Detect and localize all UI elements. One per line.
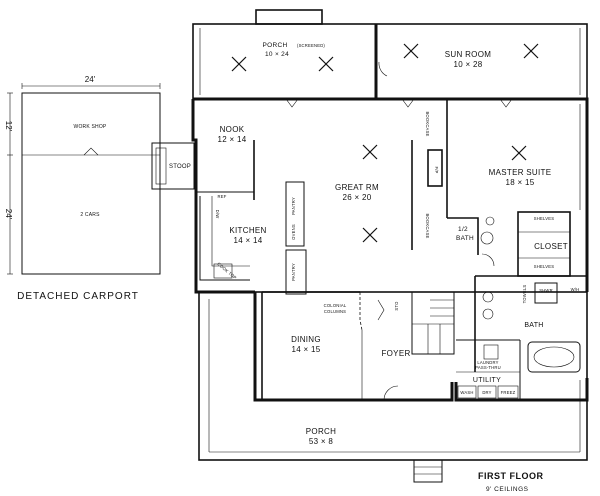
front-wall: [253, 292, 454, 402]
kitchen-counter: [199, 196, 250, 281]
workshop-door: [83, 147, 99, 156]
wh-label: W/H: [571, 287, 580, 292]
sto-label: STO: [394, 301, 399, 311]
ovens-label: OVENS: [291, 224, 296, 240]
bath-sink-1: [482, 291, 494, 303]
carport-outline: [21, 92, 161, 275]
nook-name: NOOK: [220, 125, 245, 134]
porch-screened-size: 10 × 24: [265, 51, 289, 58]
cars-label: 2 CARS: [80, 212, 100, 218]
front-steps: [413, 459, 443, 483]
sun-room-name: SUN ROOM: [445, 50, 491, 59]
main-wall-right: [193, 97, 589, 292]
sunroom-door: [401, 98, 415, 108]
master-suite-name: MASTER SUITE: [489, 168, 552, 177]
foyer-name: FOYER: [381, 349, 410, 358]
dining-name: DINING: [291, 335, 321, 344]
laundry-label-1: LAUNDRY: [477, 360, 498, 365]
detached-carport: 24' 12' 24' WORK SHOP 2 CARS DETACHED CA…: [4, 75, 161, 302]
half-bath-wall: [447, 217, 479, 255]
dry-label: DRY: [482, 390, 491, 395]
dryer: [477, 385, 497, 399]
front-door-arc: [383, 385, 399, 401]
master-door: [499, 98, 513, 108]
workshop-label: WORK SHOP: [74, 124, 107, 130]
ceiling-fan-icon: [318, 56, 334, 72]
freezer: [497, 385, 519, 399]
laundry-label-2: PASS-THRU: [475, 365, 501, 370]
kitchen-name: KITCHEN: [229, 226, 266, 235]
ref-label: REF: [218, 194, 227, 199]
great-room-name: GREAT RM: [335, 183, 379, 192]
dw-label: D/W: [215, 210, 220, 219]
front-porch-name: PORCH: [306, 427, 336, 436]
nook-size: 12 × 14: [217, 135, 246, 144]
carport-depth-dim-bottom: 24': [4, 209, 13, 220]
plan-title-block: FIRST FLOOR 9' CEILINGS: [478, 471, 544, 493]
ceiling-fan-icon: [511, 145, 527, 161]
carport-width-dim: 24': [85, 75, 96, 84]
pantry-lower-label: PANTRY: [291, 263, 296, 281]
cook-top: [213, 263, 233, 279]
stoop-name: STOOP: [169, 164, 191, 170]
bookcase-right-label: BOOKCASE: [425, 213, 430, 238]
fireplace: [427, 149, 443, 187]
shwr-label: SHWR: [539, 288, 553, 293]
ceiling-note: 9' CEILINGS: [486, 486, 529, 493]
front-porch-outline: [198, 291, 588, 461]
kitchen-size: 14 × 14: [233, 236, 262, 245]
bath-toilet: [483, 344, 499, 360]
ceiling-fan-icon: [231, 56, 247, 72]
shelves-bottom-label: SHELVES: [534, 264, 554, 269]
ceiling-fan-icon: [362, 227, 378, 243]
bookcase-left-label: BOOKCASE: [425, 111, 430, 136]
ceiling-fan-icon: [362, 144, 378, 160]
carport-depth-dim-top: 12': [4, 121, 13, 132]
kitchen-island: [285, 181, 305, 247]
stoop-outline: [151, 142, 195, 190]
half-bath-sink: [485, 216, 495, 226]
carport-title: DETACHED CARPORT: [17, 291, 139, 302]
colonial-columns-label-2: COLUMNS: [324, 309, 346, 314]
pantry-cabinet: [285, 249, 307, 295]
fp-label: F/P: [434, 166, 439, 173]
half-bath-name-2: BATH: [456, 235, 474, 242]
closet-name: CLOSET: [534, 242, 568, 251]
towels-label: TOWELS: [522, 285, 527, 304]
ceiling-fan-icon: [523, 43, 539, 59]
sun-room-size: 10 × 28: [453, 60, 482, 69]
colonial-columns-line: [359, 292, 363, 331]
room-labels: PORCH (SCREENED) 10 × 24 SUN ROOM 10 × 2…: [169, 42, 568, 446]
half-bath-toilet: [480, 231, 494, 245]
porch-screened-note: (SCREENED): [297, 43, 325, 48]
pantry-label: PANTRY: [291, 197, 296, 215]
ceiling-fan-icon: [403, 43, 419, 59]
porch-bump: [255, 9, 323, 25]
porch-door: [285, 98, 299, 108]
floor-title: FIRST FLOOR: [478, 471, 544, 481]
stair-block: [411, 291, 455, 355]
bath-name: BATH: [524, 322, 543, 329]
washer: [457, 385, 477, 399]
wash-label: WASH: [460, 390, 473, 395]
bath-door-arc: [481, 253, 495, 267]
porch-screened-name: PORCH: [263, 42, 288, 49]
house-walls: [151, 9, 589, 483]
half-bath-name: 1/2: [458, 226, 468, 233]
shelves-top-label: SHELVES: [534, 216, 554, 221]
bath-sink-2: [482, 308, 494, 320]
utility-name: UTILITY: [473, 377, 501, 384]
great-room-size: 26 × 20: [342, 193, 371, 202]
bathtub: [527, 341, 581, 373]
front-porch-size: 53 × 8: [309, 437, 334, 446]
colonial-columns-label-1: COLONIAL: [324, 303, 347, 308]
rear-porch-outline: [192, 23, 588, 100]
ceiling-fan-icons: [231, 43, 539, 243]
master-suite-size: 18 × 15: [505, 178, 534, 187]
shower: [534, 282, 558, 304]
dining-size: 14 × 15: [291, 345, 320, 354]
freez-label: FREEZ: [501, 390, 516, 395]
